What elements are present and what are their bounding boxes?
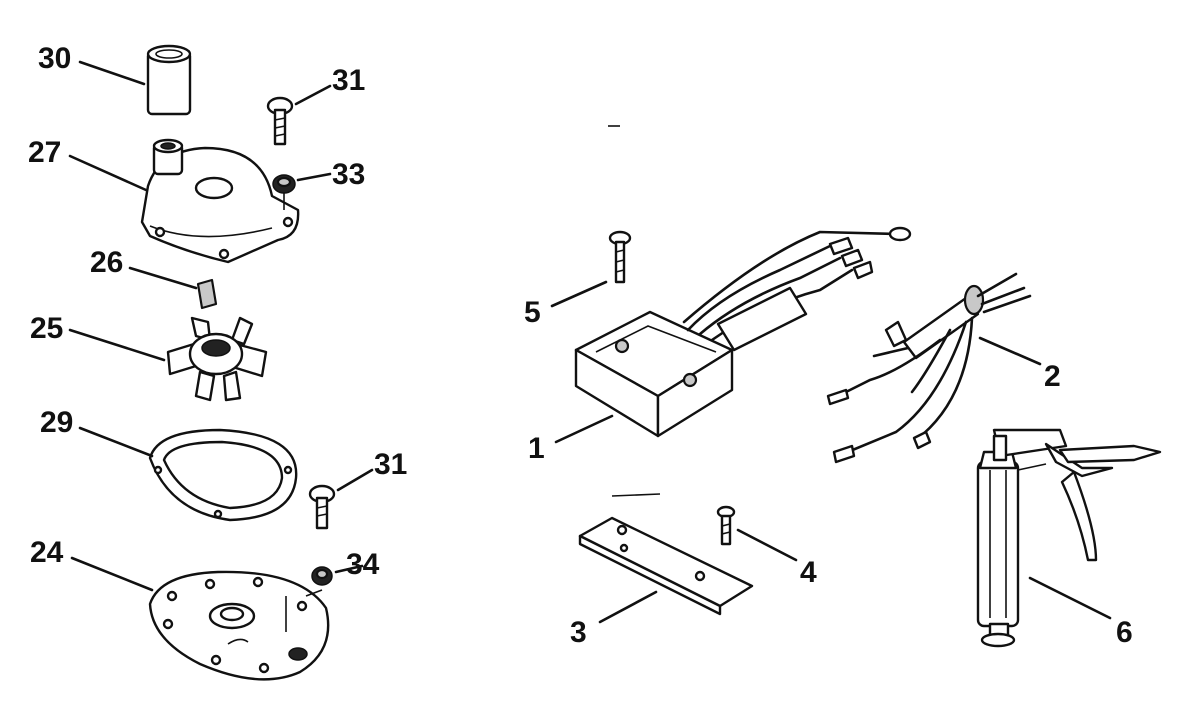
callout-31-top: 31 [332, 64, 365, 97]
part-5-screw [608, 230, 632, 284]
callout-2: 2 [1044, 360, 1061, 393]
callout-33: 33 [332, 158, 365, 191]
callout-24: 24 [30, 536, 64, 569]
callout-4: 4 [800, 556, 817, 589]
part-33-nut [272, 174, 296, 210]
leader-29 [78, 426, 154, 458]
leader-31-top [294, 84, 332, 106]
callout-26: 26 [90, 246, 123, 279]
leader-31-lower [336, 468, 374, 492]
callout-27: 27 [28, 136, 61, 169]
part-31-screw-lower [308, 484, 336, 530]
leader-34 [334, 564, 364, 574]
leader-30 [78, 60, 146, 86]
leader-33 [296, 172, 332, 182]
leader-27 [68, 154, 148, 192]
stray-mark [611, 493, 661, 497]
part-24-plate [148, 570, 330, 681]
leader-1 [554, 414, 614, 444]
leader-24 [70, 556, 154, 592]
part-26-key [196, 278, 218, 310]
part-4-screw [716, 505, 736, 546]
callout-30: 30 [38, 42, 71, 75]
callout-5: 5 [524, 296, 541, 329]
part-25-impeller [166, 316, 268, 402]
part-6-grease-gun [976, 428, 1162, 648]
leader-5 [550, 280, 608, 308]
part-34-nut [305, 566, 333, 597]
part-3-mounting-plate [578, 516, 754, 616]
part-27-pump-housing [140, 138, 300, 264]
leader-6 [1028, 576, 1112, 620]
callout-1: 1 [528, 432, 545, 465]
leader-26 [128, 266, 198, 290]
leader-2 [978, 336, 1042, 366]
callout-31-lower: 31 [374, 448, 407, 481]
callout-25: 25 [30, 312, 63, 345]
part-31-screw-top [266, 96, 294, 146]
part-29-gasket [148, 428, 298, 522]
callout-29: 29 [40, 406, 73, 439]
callout-34: 34 [346, 548, 380, 581]
callout-6: 6 [1116, 616, 1133, 649]
leader-4 [736, 528, 798, 562]
part-30-sleeve [146, 44, 192, 116]
leader-25 [68, 328, 166, 362]
callout-3: 3 [570, 616, 587, 649]
leader-3 [598, 590, 658, 624]
part-1-rectifier [574, 226, 912, 438]
part-2-harness [826, 272, 1032, 464]
